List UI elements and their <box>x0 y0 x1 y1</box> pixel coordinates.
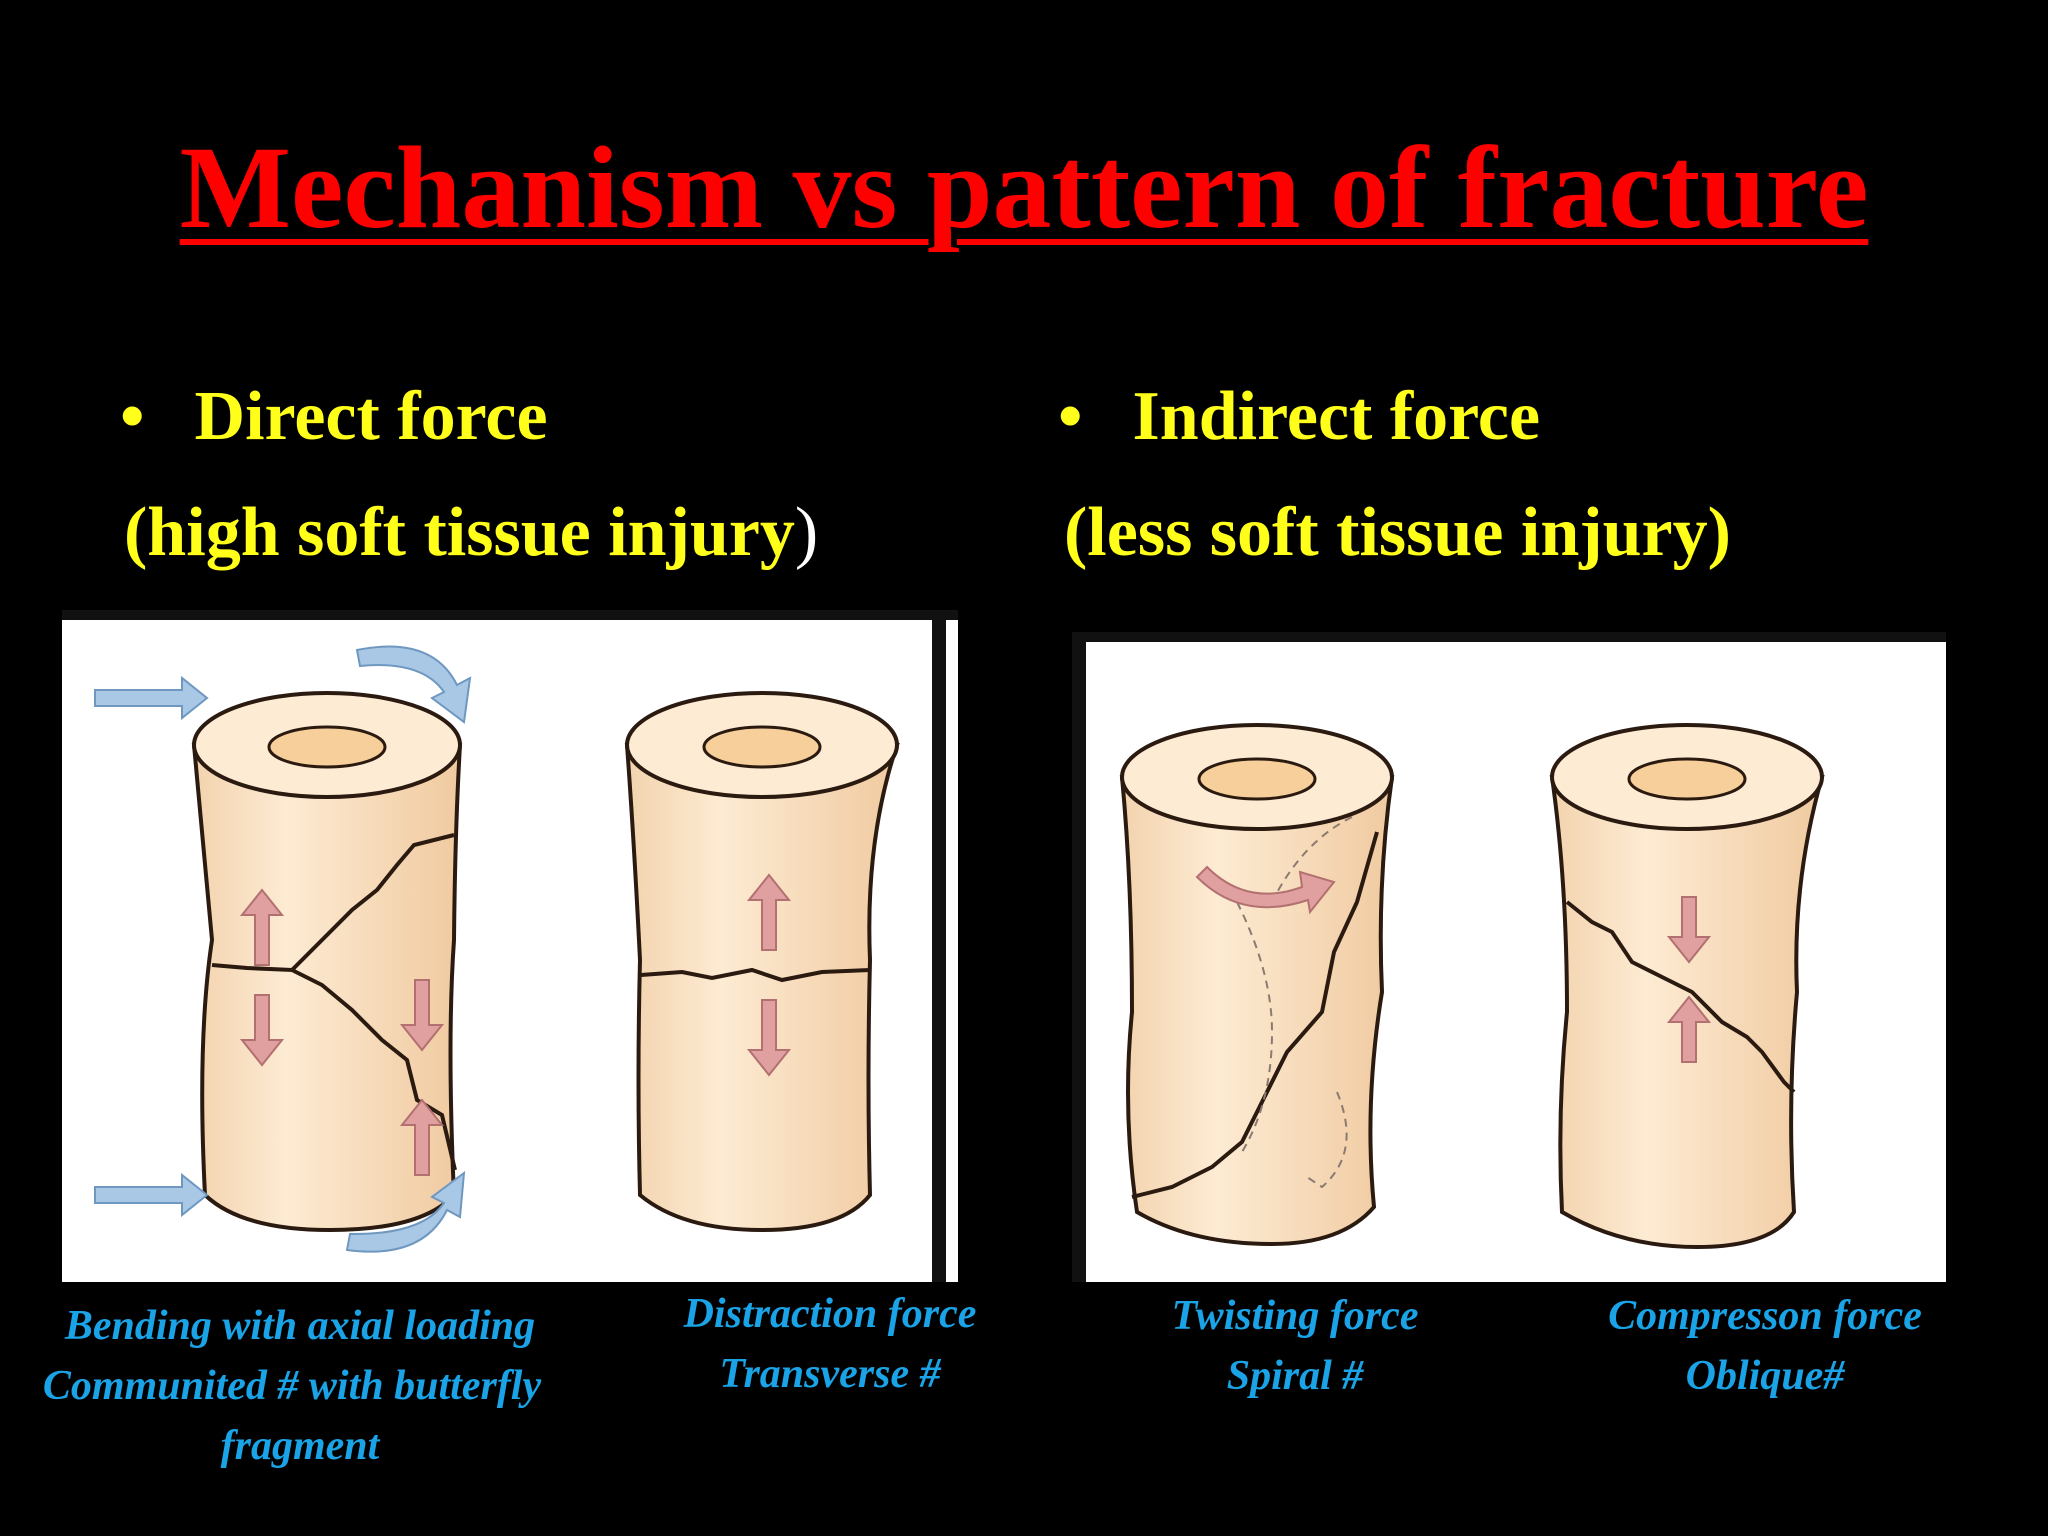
direct-force-label: Direct force <box>194 378 548 455</box>
indirect-force-heading: • Indirect force <box>1058 372 1540 462</box>
caption-line: Spiral # <box>1226 1353 1364 1399</box>
stress-arrows-bending <box>239 888 445 1176</box>
distraction-caption: Distraction force Transverse # <box>620 1284 1040 1404</box>
caption-line: Oblique# <box>1685 1353 1845 1399</box>
indirect-force-illustration <box>1072 632 1946 1282</box>
indirect-force-svg <box>1072 632 1946 1282</box>
panel-frame-right <box>932 610 946 1282</box>
compression-caption: Compresson force Oblique# <box>1540 1286 1990 1406</box>
arrow-right-icon <box>94 1172 209 1218</box>
curved-arrow-icon <box>355 645 472 724</box>
arrow-up-icon <box>239 888 285 966</box>
stress-arrows-compression <box>1666 896 1712 1063</box>
curved-arrow-icon <box>345 1170 466 1253</box>
panel-frame-top <box>62 610 958 620</box>
slide-title: Mechanism vs pattern of fracture <box>179 122 1869 253</box>
direct-force-heading: • Direct force <box>120 372 548 462</box>
high-soft-tissue-label: (high soft tissue injury <box>124 494 795 571</box>
less-soft-tissue-heading: (less soft tissue injury) <box>1064 488 1731 578</box>
stress-arrows-distraction <box>746 873 792 1077</box>
bending-caption: Bending with axial loading Communited # … <box>0 1296 600 1476</box>
caption-line: Bending with axial loading <box>64 1303 536 1349</box>
arrow-down-icon <box>239 994 285 1067</box>
curved-arrow-icon <box>1195 865 1336 915</box>
distraction-bone <box>624 691 900 1233</box>
twisting-caption: Twisting force Spiral # <box>1100 1286 1490 1406</box>
arrow-up-icon <box>746 873 792 951</box>
arrow-up-icon <box>1666 995 1712 1063</box>
compression-bone <box>1549 723 1825 1250</box>
caption-line: fragment <box>220 1423 380 1469</box>
arrow-right-icon <box>94 675 209 721</box>
force-arrows-bending <box>94 645 472 1253</box>
bullet: • <box>1058 378 1083 455</box>
caption-line: Communited # with butterfly <box>42 1363 542 1409</box>
indirect-force-label: Indirect force <box>1132 378 1541 455</box>
direct-force-svg <box>62 610 958 1282</box>
arrow-up-icon <box>399 1098 445 1176</box>
panel-frame-left <box>1072 632 1086 1282</box>
twist-arrow <box>1195 865 1336 915</box>
bending-bone <box>191 691 463 1233</box>
caption-line: Compresson force <box>1608 1293 1922 1339</box>
less-soft-tissue-label: (less soft tissue injury) <box>1064 494 1731 571</box>
caption-line: Twisting force <box>1171 1293 1419 1339</box>
caption-line: Transverse # <box>719 1351 941 1397</box>
bullet: • <box>120 378 145 455</box>
high-soft-tissue-heading: (high soft tissue injury) <box>124 488 818 578</box>
panel-frame-top <box>1072 632 1946 642</box>
arrow-down-icon <box>1666 896 1712 964</box>
arrow-down-icon <box>746 999 792 1077</box>
caption-line: Distraction force <box>683 1291 977 1337</box>
arrow-down-icon <box>399 979 445 1052</box>
direct-force-illustration <box>62 610 958 1282</box>
closing-paren: ) <box>794 494 819 571</box>
twisting-bone <box>1119 723 1395 1247</box>
